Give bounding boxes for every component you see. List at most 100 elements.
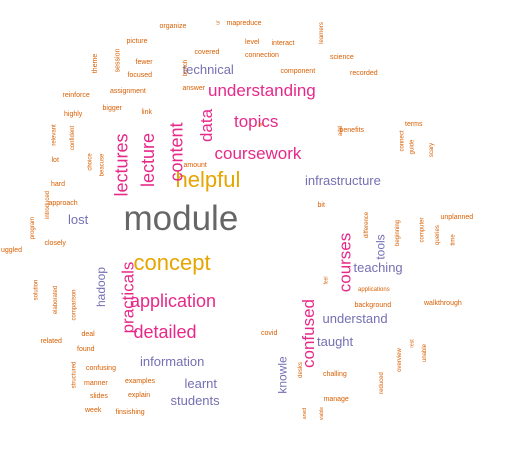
- word-difference: difference: [364, 211, 371, 239]
- word-lectures: lectures: [111, 133, 132, 197]
- word-helpful: helpful: [175, 167, 241, 192]
- word-found: found: [77, 345, 95, 353]
- word-elaborated: elaborated: [53, 285, 60, 315]
- word-unable: unable: [422, 343, 429, 363]
- word-information: information: [140, 353, 205, 369]
- word-slides: slides: [90, 392, 108, 400]
- word-choice: choice: [87, 153, 94, 171]
- word-fit: fit: [258, 122, 265, 126]
- word-fewer: fewer: [135, 58, 153, 66]
- word-bit: bit: [317, 201, 325, 209]
- word-concept: concept: [133, 250, 211, 275]
- word-solution: solution: [32, 279, 39, 301]
- word-viable: viable: [318, 406, 325, 420]
- word-hadoop: hadoop: [94, 266, 109, 308]
- word-overview: overview: [396, 348, 403, 372]
- word-uggled: uggled: [1, 246, 23, 254]
- word-application: application: [130, 291, 217, 311]
- word-coursework: coursework: [214, 143, 302, 163]
- word-relevant: relevant: [51, 124, 58, 146]
- word-connection: connection: [245, 51, 279, 59]
- word-lot: lot: [51, 156, 59, 164]
- word-amount: amount: [183, 161, 207, 169]
- word-guide: guide: [408, 139, 415, 155]
- word-infrastructure: infrastructure: [305, 172, 381, 188]
- word-scary: scary: [429, 142, 436, 158]
- word-bunch: bunch: [183, 59, 190, 77]
- word-interact: interact: [271, 39, 295, 47]
- word-understand: understand: [322, 310, 388, 326]
- word-understanding: understanding: [208, 80, 316, 100]
- word-assignment: assignment: [110, 87, 146, 95]
- word-covid: covid: [261, 329, 278, 337]
- word-time: time: [450, 234, 457, 246]
- word-data: data: [196, 108, 216, 142]
- word-beginning: beginning: [395, 219, 402, 247]
- word-taught: taught: [317, 333, 354, 349]
- word-manage: manage: [323, 395, 349, 403]
- word-hard: hard: [51, 180, 66, 188]
- word-ur: ur: [215, 19, 222, 25]
- word-level: level: [245, 38, 260, 46]
- word-practicals: practicals: [118, 261, 138, 333]
- word-mapreduce: mapreduce: [226, 19, 262, 27]
- word-confused: confused: [298, 298, 318, 368]
- word-knowle: knowle: [275, 356, 290, 394]
- word-deal: deal: [81, 330, 95, 338]
- word-manner: manner: [84, 379, 108, 387]
- word-comparison: comparison: [71, 289, 78, 321]
- word-rest: rest: [409, 338, 416, 348]
- word-approach: approach: [48, 199, 78, 207]
- word-finsishing: finsishing: [115, 408, 145, 416]
- word-structured: structured: [70, 361, 77, 389]
- word-organize: organize: [159, 22, 187, 30]
- word-learners: learners: [318, 22, 325, 44]
- word-computer: computer: [419, 217, 426, 243]
- word-courses: courses: [335, 232, 355, 292]
- word-closely: closely: [44, 239, 66, 247]
- word-students: students: [170, 392, 220, 408]
- word-component: component: [280, 67, 316, 75]
- word-applications: applications: [358, 287, 390, 293]
- word-picture: picture: [126, 37, 148, 45]
- word-learnt: learnt: [184, 375, 218, 391]
- word-aned: aned: [301, 407, 308, 419]
- word-challing: challing: [323, 370, 347, 378]
- word-teaching: teaching: [353, 259, 403, 275]
- word-beacuse: beacuse: [98, 153, 105, 177]
- word-highly: highly: [64, 110, 83, 118]
- word-examples: examples: [125, 377, 155, 385]
- word-detailed: detailed: [133, 322, 197, 342]
- word-topics: topics: [234, 111, 279, 131]
- word-explain: explain: [128, 391, 151, 399]
- word-content: content: [166, 122, 187, 182]
- word-week: week: [85, 406, 102, 414]
- word-answer: answer: [182, 84, 206, 92]
- word-confusing: confusing: [86, 364, 116, 372]
- word-bigger: bigger: [102, 104, 122, 112]
- word-reinforce: reinforce: [62, 91, 90, 99]
- word-covered: covered: [194, 48, 220, 56]
- word-lost: lost: [68, 211, 89, 227]
- word-desks: desks: [297, 362, 304, 378]
- word-theme: theme: [91, 53, 99, 73]
- word-focused: focused: [127, 71, 153, 79]
- word-recorded: recorded: [350, 69, 378, 77]
- word-tools: tools: [373, 234, 388, 260]
- word-benefits: benefits: [339, 126, 365, 134]
- word-module: module: [123, 198, 239, 238]
- word-session: session: [114, 48, 122, 72]
- word-feel: feel: [323, 275, 330, 285]
- word-science: science: [330, 53, 354, 61]
- word-related: related: [40, 337, 62, 345]
- word-connect: connect: [399, 130, 406, 152]
- word-lecture: lecture: [138, 132, 159, 188]
- word-background: background: [354, 301, 392, 309]
- word-reduced: reduced: [378, 372, 385, 394]
- word-confident: confident: [70, 125, 77, 151]
- word-walkthrough: walkthrough: [424, 299, 462, 307]
- word-terms: terms: [405, 120, 423, 128]
- word-program: program: [30, 216, 37, 240]
- word-queries: queries: [434, 225, 441, 245]
